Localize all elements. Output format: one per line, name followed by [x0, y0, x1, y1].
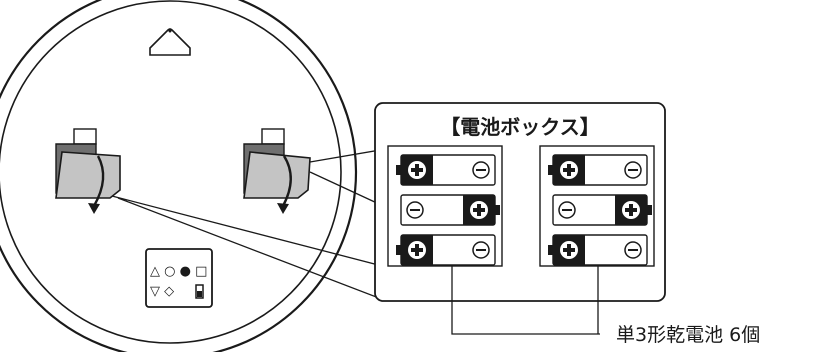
leader-line	[451, 266, 600, 335]
minus-terminal-icon	[472, 161, 490, 179]
open-arrow-icon	[281, 155, 292, 207]
open-arrow-icon	[92, 155, 105, 207]
battery-column-right	[548, 154, 652, 266]
minus-terminal-icon	[472, 241, 490, 259]
plus-terminal-icon	[408, 241, 426, 259]
minus-terminal-icon	[558, 201, 576, 219]
panel-symbols-row1: △ ○ ● □	[150, 264, 207, 279]
minus-terminal-icon	[406, 201, 424, 219]
battery-cell	[400, 194, 500, 226]
battery-cell	[552, 194, 652, 226]
plus-terminal-icon	[622, 201, 640, 219]
left-battery-cover	[55, 128, 121, 214]
battery-cell	[548, 234, 648, 266]
plus-terminal-icon	[560, 161, 578, 179]
battery-cell	[548, 154, 648, 186]
device-inner-ring	[0, 0, 342, 344]
hanger-hole	[168, 29, 172, 33]
minus-terminal-icon	[624, 241, 642, 259]
battery-type-label: 単3形乾電池 6個	[616, 324, 760, 346]
panel-symbols-row2: ▽ ◇	[150, 284, 174, 299]
battery-cell	[396, 234, 496, 266]
plus-terminal-icon	[470, 201, 488, 219]
zoom-line	[117, 197, 385, 301]
minus-terminal-icon	[624, 161, 642, 179]
right-battery-cover	[243, 128, 311, 214]
hanger-icon	[149, 28, 191, 56]
plus-terminal-icon	[560, 241, 578, 259]
battery-cell	[396, 154, 496, 186]
plus-terminal-icon	[408, 161, 426, 179]
control-panel: △ ○ ● □ ▽ ◇	[145, 248, 213, 308]
zoom-line	[111, 195, 391, 269]
battery-box-title: 【電池ボックス】	[440, 115, 599, 139]
battery-column-left	[396, 154, 500, 266]
